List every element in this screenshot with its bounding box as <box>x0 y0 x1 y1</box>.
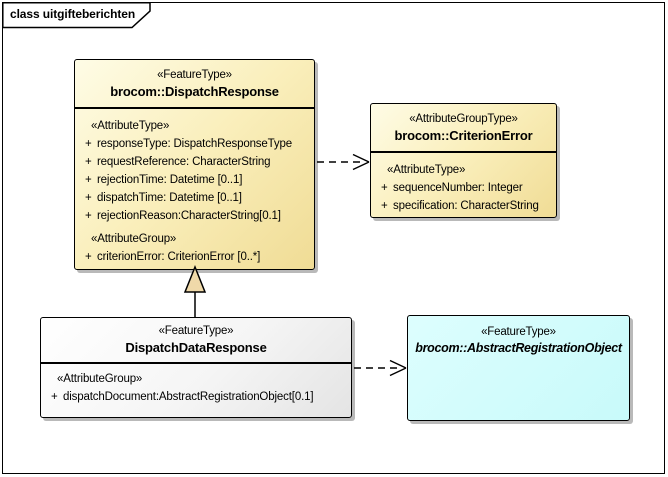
attribute-visibility: + <box>85 210 92 222</box>
attribute-text: dispatchTime: Datetime [0..1] <box>97 192 242 204</box>
attribute-group-header: «AttributeGroup» <box>57 373 143 385</box>
frame-tab-shape <box>2 2 151 29</box>
attribute-visibility: + <box>85 192 92 204</box>
class-dispatch-data-response[interactable]: «FeatureType» DispatchDataResponse «Attr… <box>40 317 352 418</box>
class-header: «FeatureType» DispatchDataResponse <box>41 318 351 364</box>
class-name: brocom::CriterionError <box>394 127 533 143</box>
class-stereotype: «AttributeGroupType» <box>409 112 518 125</box>
attribute-row: + rejectionReason:CharacterString[0.1] <box>78 207 311 225</box>
attribute-type-header: «AttributeType» <box>91 120 170 132</box>
attribute-visibility: + <box>381 200 388 212</box>
attribute-text: requestReference: CharacterString <box>97 156 271 168</box>
attribute-row: + dispatchTime: Datetime [0..1] <box>78 189 311 207</box>
attribute-row: + sequenceNumber: Integer <box>374 179 553 197</box>
attribute-text: rejectionReason:CharacterString[0.1] <box>97 210 281 222</box>
attribute-group-header: «AttributeGroup» <box>91 233 177 245</box>
class-stereotype: «FeatureType» <box>157 68 232 81</box>
diagram-title: class uitgifteberichten <box>10 7 136 21</box>
class-stereotype: «FeatureType» <box>481 326 556 338</box>
class-stereotype: «FeatureType» <box>158 325 234 337</box>
class-header: «FeatureType» brocom::DispatchResponse <box>75 60 314 109</box>
open-arrowhead-icon <box>352 153 370 171</box>
class-attributes-compartment: «AttributeType» + responseType: Dispatch… <box>75 109 314 269</box>
attribute-visibility: + <box>85 156 92 168</box>
attribute-text: criterionError: CriterionError [0..*] <box>97 251 261 263</box>
class-name: brocom::AbstractRegistrationObject <box>415 341 622 355</box>
dependency-dispatchdataresponse-abstractregistrationobject[interactable] <box>354 359 407 377</box>
attribute-row: + rejectionTime: Datetime [0..1] <box>78 171 311 189</box>
attribute-text: sequenceNumber: Integer <box>393 182 523 194</box>
dependency-dispatchresponse-criterionerror[interactable] <box>317 153 370 171</box>
attribute-text: responseType: DispatchResponseType <box>97 138 292 150</box>
class-header: «FeatureType» brocom::AbstractRegistrati… <box>408 316 629 370</box>
attribute-row: + requestReference: CharacterString <box>78 153 311 171</box>
attribute-row: + dispatchDocument:AbstractRegistrationO… <box>44 388 348 406</box>
open-arrowhead-icon <box>389 359 407 377</box>
attribute-visibility: + <box>85 174 92 186</box>
class-criterion-error[interactable]: «AttributeGroupType» brocom::CriterionEr… <box>370 103 557 218</box>
attribute-row: + responseType: DispatchResponseType <box>78 135 311 153</box>
attribute-row: + criterionError: CriterionError [0..*] <box>78 248 311 266</box>
attribute-type-header: «AttributeType» <box>387 164 466 176</box>
class-header: «AttributeGroupType» brocom::CriterionEr… <box>371 104 556 153</box>
class-name: DispatchDataResponse <box>125 340 267 355</box>
attribute-visibility: + <box>85 251 92 263</box>
attribute-row: + specification: CharacterString <box>374 197 553 215</box>
attribute-visibility: + <box>85 138 92 150</box>
class-name: brocom::DispatchResponse <box>110 83 279 99</box>
attribute-visibility: + <box>381 182 388 194</box>
class-dispatch-response[interactable]: «FeatureType» brocom::DispatchResponse «… <box>74 59 315 270</box>
attribute-text: dispatchDocument:AbstractRegistrationObj… <box>63 391 314 403</box>
diagram-frame-tab: class uitgifteberichten <box>2 2 151 29</box>
attribute-text: rejectionTime: Datetime [0..1] <box>97 174 243 186</box>
class-attributes-compartment: «AttributeGroup» + dispatchDocument:Abst… <box>41 364 351 417</box>
class-attributes-compartment: «AttributeType» + sequenceNumber: Intege… <box>371 153 556 217</box>
class-abstract-registration-object[interactable]: «FeatureType» brocom::AbstractRegistrati… <box>407 315 630 421</box>
attribute-visibility: + <box>51 391 58 403</box>
attribute-text: specification: CharacterString <box>393 200 539 212</box>
